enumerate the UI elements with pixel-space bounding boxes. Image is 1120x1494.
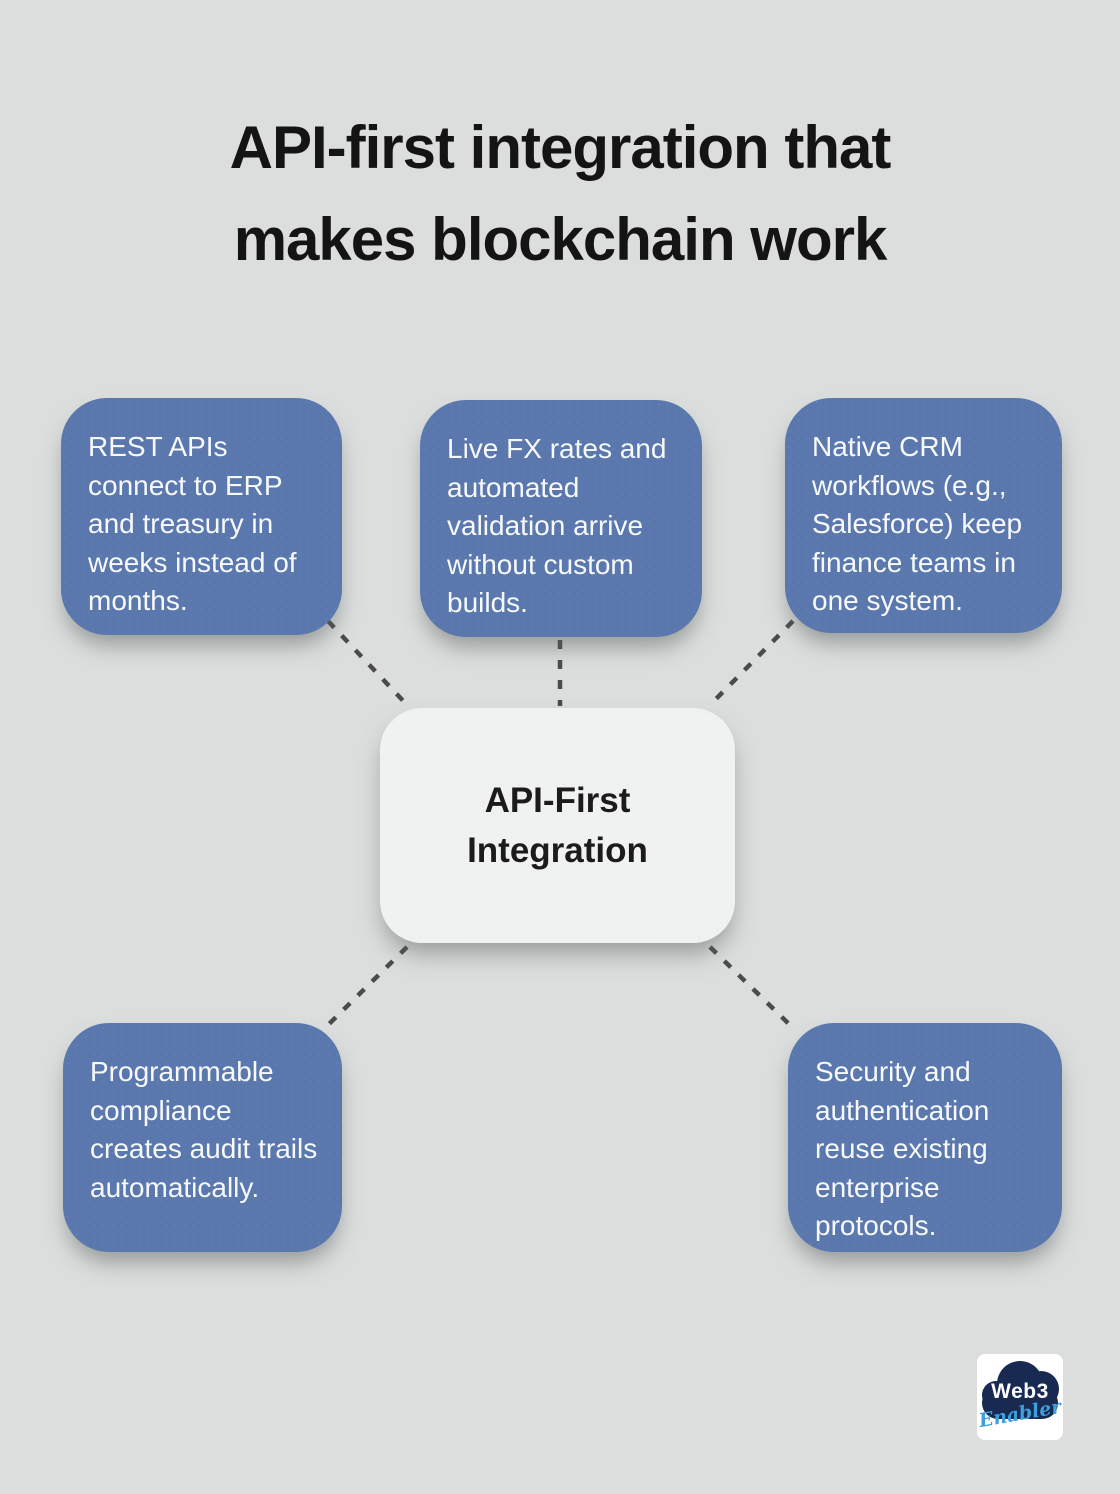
web3-enabler-logo: Web3 Enabler — [977, 1354, 1063, 1440]
central-node-api-first-integration: API-First Integration — [380, 708, 735, 943]
connector-security-authentication — [708, 945, 792, 1027]
info-node-live-fx-text: Live FX rates and automated validation a… — [447, 433, 667, 618]
connector-programmable-compliance — [326, 945, 409, 1027]
page-title: API-first integration that makes blockch… — [0, 102, 1120, 286]
info-node-rest-apis: REST APIs connect to ERP and treasury in… — [61, 398, 342, 635]
page-title-line-1: API-first integration that — [229, 114, 892, 181]
info-node-security-authentication-text: Security and authentication reuse existi… — [815, 1056, 990, 1241]
central-node-label: API-First Integration — [467, 780, 648, 870]
info-node-native-crm: Native CRM workflows (e.g., Salesforce) … — [785, 398, 1062, 633]
page-title-line-2: makes blockchain work — [233, 206, 888, 273]
connector-native-crm — [707, 619, 795, 708]
info-node-programmable-compliance-text: Programmable compliance creates audit tr… — [90, 1056, 318, 1203]
connector-rest-apis — [326, 619, 410, 708]
info-node-rest-apis-text: REST APIs connect to ERP and treasury in… — [88, 431, 297, 616]
logo-word-web3: Web3 — [991, 1380, 1049, 1403]
cloud-icon — [977, 1354, 1063, 1440]
info-node-live-fx: Live FX rates and automated validation a… — [420, 400, 702, 637]
info-node-programmable-compliance: Programmable compliance creates audit tr… — [63, 1023, 342, 1252]
info-node-security-authentication: Security and authentication reuse existi… — [788, 1023, 1062, 1252]
info-node-native-crm-text: Native CRM workflows (e.g., Salesforce) … — [812, 431, 1023, 616]
